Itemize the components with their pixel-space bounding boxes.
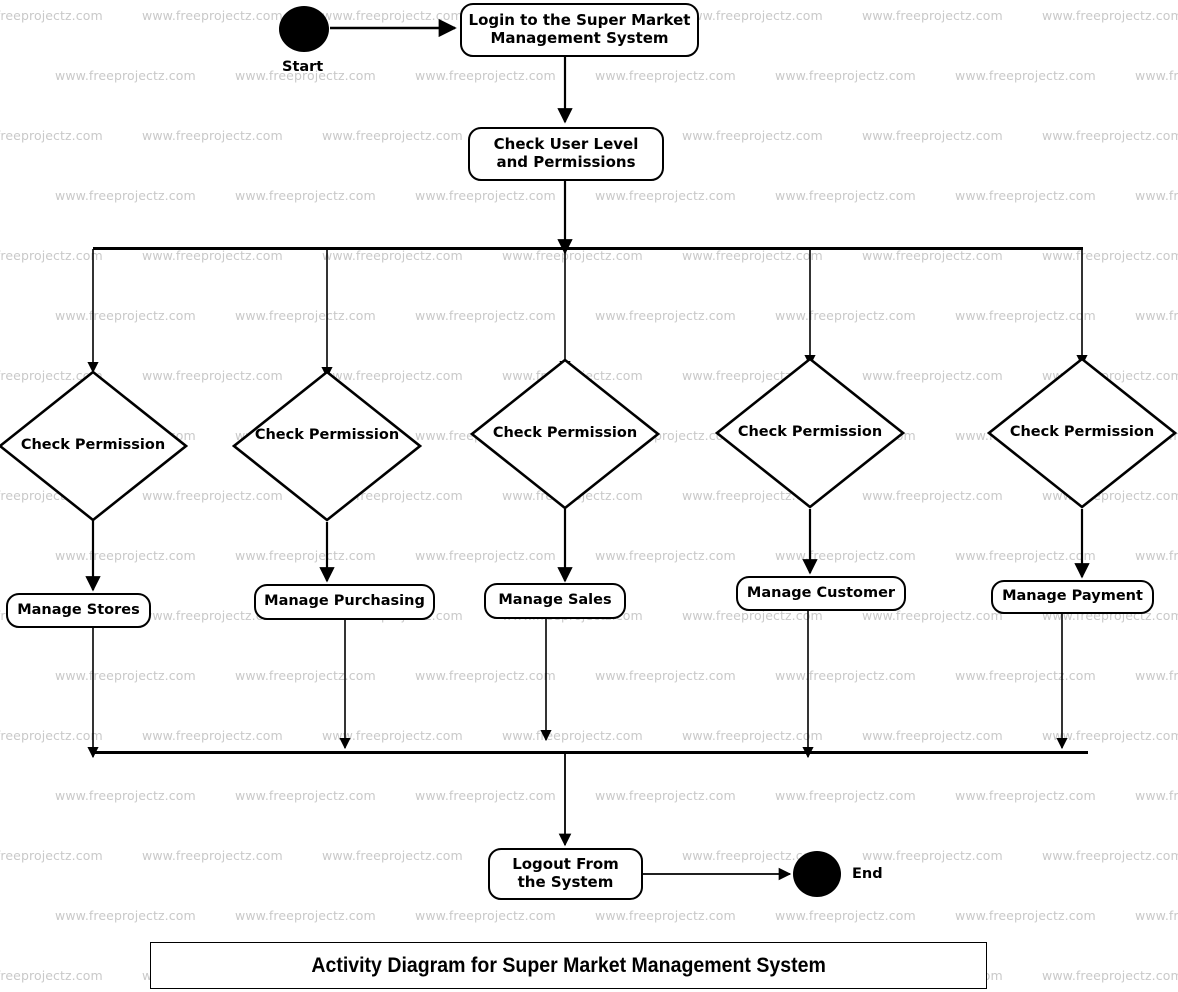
diagram-title: Activity Diagram for Super Market Manage… <box>311 953 826 977</box>
activity-login-label: Login to the Super Market Management Sys… <box>468 11 691 47</box>
fork-bar <box>93 247 1083 250</box>
activity-manage-sales[interactable]: Manage Sales <box>484 583 626 619</box>
activity-logout-label: Logout From the System <box>512 855 619 891</box>
end-label: End <box>852 866 883 882</box>
decision-check-permission-3[interactable]: Check Permission <box>470 358 660 510</box>
activity-check-user-level-label: Check User Level and Permissions <box>493 135 639 171</box>
activity-manage-customer[interactable]: Manage Customer <box>736 576 906 611</box>
activity-manage-payment-label: Manage Payment <box>1002 588 1143 605</box>
activity-manage-stores-label: Manage Stores <box>17 601 140 618</box>
activity-manage-stores[interactable]: Manage Stores <box>6 593 151 628</box>
activity-manage-purchasing[interactable]: Manage Purchasing <box>254 584 435 620</box>
activity-manage-payment[interactable]: Manage Payment <box>991 580 1154 614</box>
end-node[interactable] <box>793 851 841 897</box>
activity-logout[interactable]: Logout From the System <box>488 848 643 900</box>
activity-check-user-level[interactable]: Check User Level and Permissions <box>468 127 664 181</box>
activity-manage-customer-label: Manage Customer <box>746 584 896 601</box>
activity-manage-purchasing-label: Manage Purchasing <box>264 593 425 610</box>
start-label: Start <box>282 59 324 75</box>
activity-manage-sales-label: Manage Sales <box>498 592 612 609</box>
decision-check-permission-4[interactable]: Check Permission <box>715 357 905 509</box>
decision-check-permission-5[interactable]: Check Permission <box>987 357 1177 509</box>
activity-login[interactable]: Login to the Super Market Management Sys… <box>460 3 699 57</box>
decision-check-permission-1[interactable]: Check Permission <box>0 370 188 522</box>
join-bar <box>93 751 1088 754</box>
diagram-title-frame: Activity Diagram for Super Market Manage… <box>150 942 987 989</box>
start-node[interactable] <box>279 6 329 52</box>
decision-check-permission-2[interactable]: Check Permission <box>232 370 422 522</box>
